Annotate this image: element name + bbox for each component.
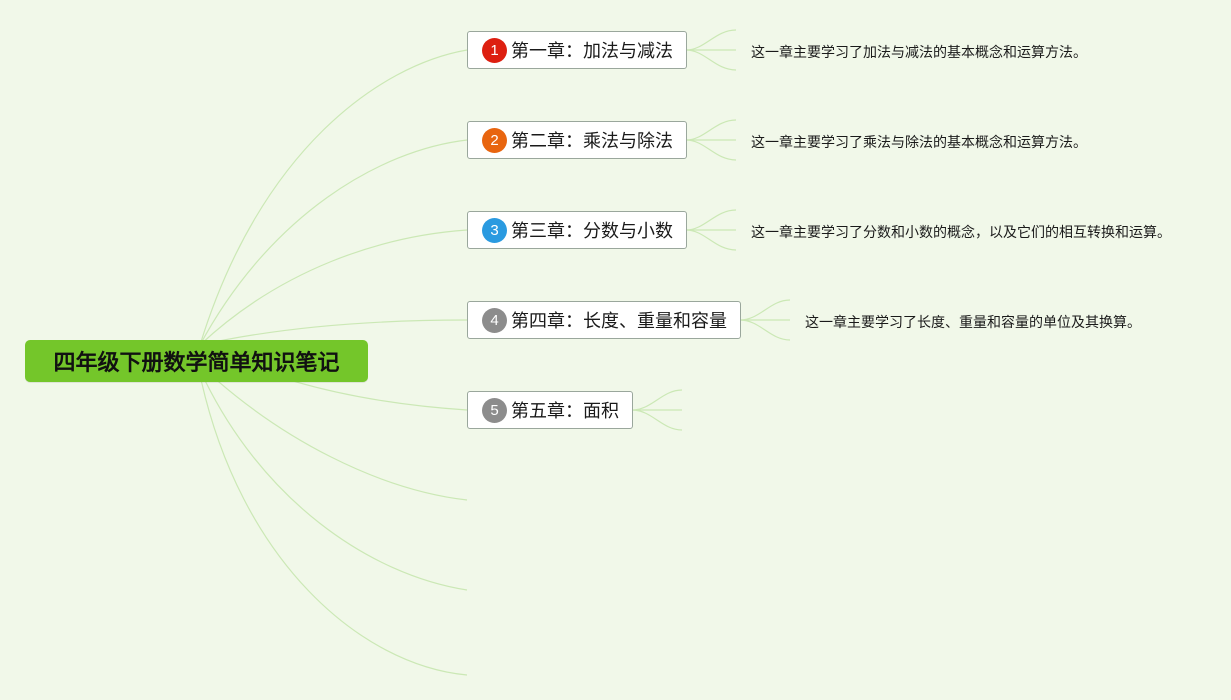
chapter-2-note[interactable]: 这一章主要学习了乘法与除法的基本概念和运算方法。 (751, 135, 1087, 151)
chapter-2-label: 第二章：乘法与除法 (511, 131, 673, 152)
chapter-2-node[interactable]: 2 第二章：乘法与除法 (467, 121, 687, 159)
connector-chapter-2-c (685, 139, 737, 161)
chapter-3-note[interactable]: 这一章主要学习了分数和小数的概念，以及它们的相互转换和运算。 (751, 225, 1171, 241)
chapter-1-node[interactable]: 1 第一章：加法与减法 (467, 31, 687, 69)
chapter-1-note[interactable]: 这一章主要学习了加法与减法的基本概念和运算方法。 (751, 45, 1087, 61)
connector-root-empty-2 (199, 369, 468, 591)
connector-chapter-3-a (685, 209, 737, 231)
chapter-1-label: 第一章：加法与减法 (511, 41, 673, 62)
connector-chapter-2-a (685, 119, 737, 141)
connector-root-chapter-4 (199, 319, 468, 346)
root-topic[interactable]: 四年级下册数学简单知识笔记 (25, 340, 368, 382)
connector-root-chapter-3 (199, 229, 468, 346)
connector-root-chapter-2 (199, 139, 468, 346)
priority-3-icon: 3 (482, 217, 507, 243)
priority-1-icon: 1 (482, 37, 507, 63)
connector-chapter-4-c (739, 319, 791, 341)
chapter-5-node[interactable]: 5 第五章：面积 (467, 391, 633, 429)
priority-2-icon: 2 (482, 127, 507, 153)
chapter-3-node[interactable]: 3 第三章：分数与小数 (467, 211, 687, 249)
connector-chapter-3-c (685, 229, 737, 251)
connector-chapter-1-a (685, 29, 737, 51)
connector-root-chapter-1 (199, 49, 468, 346)
connector-chapter-4-a (739, 299, 791, 321)
priority-4-icon: 4 (482, 307, 507, 333)
chapter-5-label: 第五章：面积 (511, 401, 619, 422)
chapter-3-label: 第三章：分数与小数 (511, 221, 673, 242)
chapter-4-note[interactable]: 这一章主要学习了长度、重量和容量的单位及其换算。 (805, 315, 1141, 331)
connector-root-empty-1 (199, 364, 468, 501)
connector-chapter-5-c (631, 409, 683, 431)
chapter-4-label: 第四章：长度、重量和容量 (511, 311, 727, 332)
connector-root-empty-3 (199, 374, 468, 676)
priority-5-icon: 5 (482, 397, 507, 423)
connector-chapter-5-a (631, 389, 683, 411)
chapter-4-node[interactable]: 4 第四章：长度、重量和容量 (467, 301, 741, 339)
connector-chapter-1-c (685, 49, 737, 71)
